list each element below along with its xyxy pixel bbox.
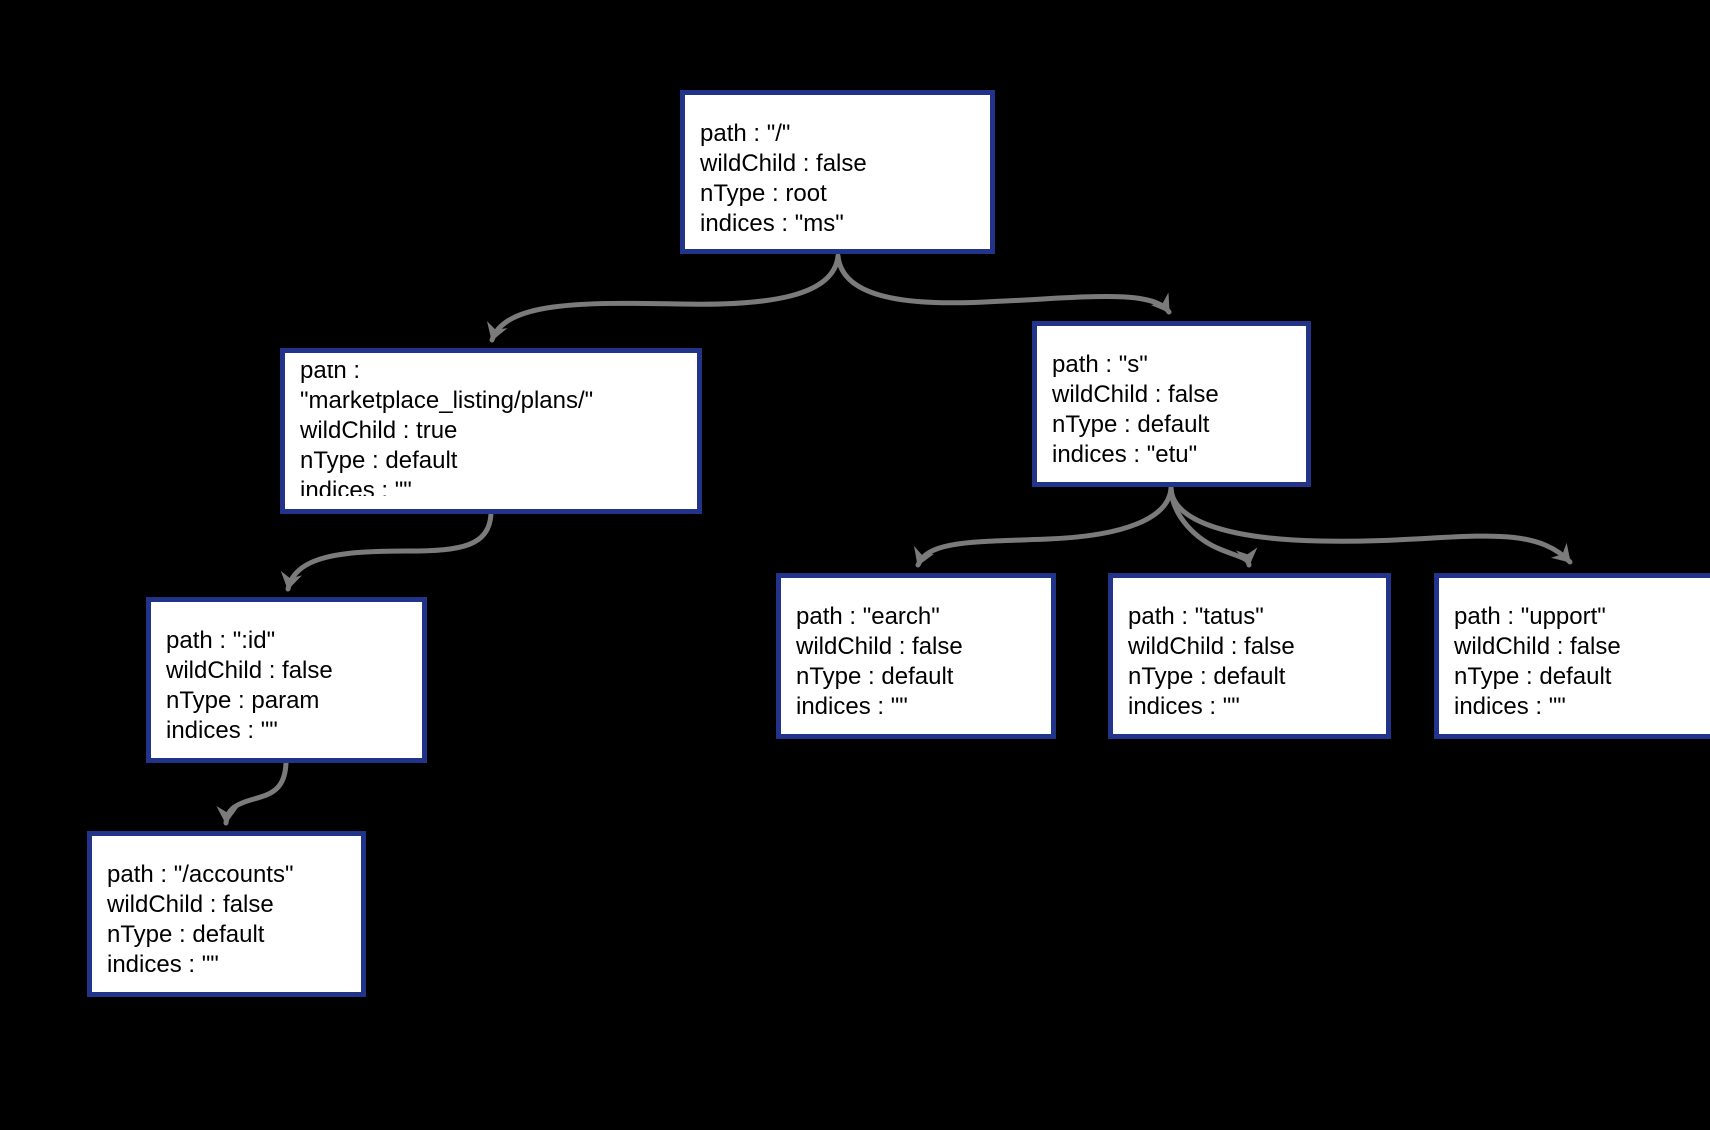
node-field-path: path : "s"	[1052, 351, 1148, 378]
node-label: path : "tatus" wildChild : false nType :…	[1128, 590, 1382, 728]
node-field-indices: indices : ""	[1454, 693, 1566, 720]
tree-node-earch: path : "earch" wildChild : false nType :…	[776, 573, 1056, 739]
node-field-path: path :	[300, 365, 361, 384]
tree-node-id-param: path : ":id" wildChild : false nType : p…	[146, 597, 427, 763]
edge-marketplace-to-id	[280, 511, 494, 592]
node-field-ntype: nType : default	[300, 447, 458, 474]
node-label: path : "/accounts" wildChild : false nTy…	[107, 848, 357, 986]
node-field-indices: indices : ""	[1128, 693, 1240, 720]
node-field-ntype: nType : default	[1128, 663, 1286, 690]
edge-s-to-tatus	[1168, 485, 1258, 568]
edge-root-to-marketplace	[487, 253, 841, 343]
node-field-ntype: nType : param	[166, 687, 320, 714]
node-field-ntype: nType : root	[700, 180, 827, 207]
node-label: path : "upport" wildChild : false nType …	[1454, 590, 1710, 728]
node-field-wildchild: wildChild : false	[700, 150, 867, 177]
tree-node-accounts: path : "/accounts" wildChild : false nTy…	[87, 831, 366, 997]
node-field-ntype: nType : default	[1052, 411, 1210, 438]
node-field-path: path : "/"	[700, 120, 791, 147]
edge-s-to-earch	[914, 485, 1174, 568]
node-field-ntype: nType : default	[107, 921, 265, 948]
node-label: path : "marketplace_listing/plans/" wild…	[300, 365, 693, 496]
node-field-indices: indices : "etu"	[1052, 441, 1198, 468]
node-field-indices: indices : ""	[300, 477, 412, 496]
node-field-path: path : "earch"	[796, 603, 940, 630]
node-field-wildchild: wildChild : false	[107, 891, 274, 918]
tree-node-marketplace-listing-plans: path : "marketplace_listing/plans/" wild…	[280, 348, 702, 514]
tree-node-tatus: path : "tatus" wildChild : false nType :…	[1108, 573, 1391, 739]
tree-node-upport: path : "upport" wildChild : false nType …	[1434, 573, 1710, 739]
edge-id-to-accounts	[216, 760, 289, 826]
node-field-path: path : ":id"	[166, 627, 276, 654]
node-field-ntype: nType : default	[796, 663, 954, 690]
node-label: path : "/" wildChild : false nType : roo…	[700, 107, 986, 243]
node-label: path : "s" wildChild : false nType : def…	[1052, 338, 1302, 476]
node-field-path: path : "tatus"	[1128, 603, 1264, 630]
edge-s-to-upport	[1168, 485, 1573, 565]
node-field-path: path : "/accounts"	[107, 861, 294, 888]
node-field-wildchild: wildChild : false	[166, 657, 333, 684]
node-field-wildchild: wildChild : false	[1454, 633, 1621, 660]
node-field-path: path : "upport"	[1454, 603, 1606, 630]
node-label: path : "earch" wildChild : false nType :…	[796, 590, 1047, 728]
node-field-indices: indices : ""	[796, 693, 908, 720]
node-field-indices: indices : "ms"	[700, 210, 844, 237]
node-field-ntype: nType : default	[1454, 663, 1612, 690]
node-field-wildchild: wildChild : true	[300, 417, 458, 444]
node-field-wildchild: wildChild : false	[1128, 633, 1295, 660]
node-field-wildchild: wildChild : false	[796, 633, 963, 660]
tree-node-root: path : "/" wildChild : false nType : roo…	[680, 90, 995, 254]
tree-node-s: path : "s" wildChild : false nType : def…	[1032, 321, 1311, 487]
node-field-path-value: "marketplace_listing/plans/"	[300, 387, 594, 414]
node-field-indices: indices : ""	[166, 717, 278, 744]
node-label: path : ":id" wildChild : false nType : p…	[166, 614, 418, 752]
node-field-indices: indices : ""	[107, 951, 219, 978]
edge-root-to-s	[835, 253, 1172, 315]
node-field-wildchild: wildChild : false	[1052, 381, 1219, 408]
